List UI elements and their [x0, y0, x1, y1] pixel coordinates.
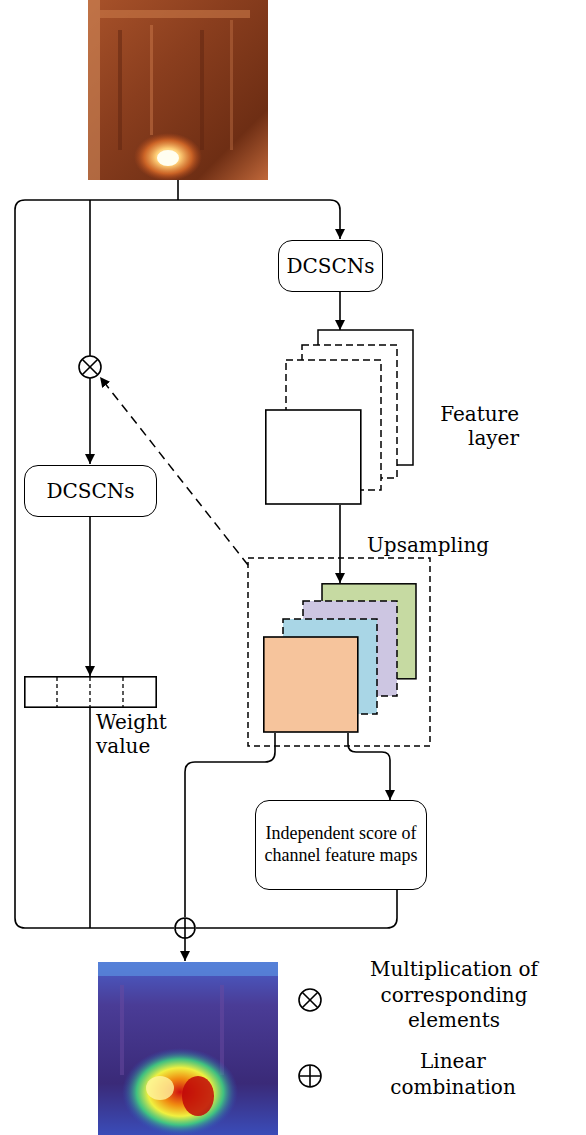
box-label: Independent score of channel feature map…	[262, 823, 420, 866]
upsampled-maps: Upsampling	[263, 583, 417, 733]
legend-label: Linear combination	[368, 1049, 538, 1100]
feature-layer-stack-shape	[265, 330, 413, 505]
heatmap-photo	[98, 962, 278, 1135]
weight-vector-shape	[24, 676, 157, 708]
legend-label: Multiplication of corresponding elements	[335, 957, 573, 1034]
process-box: DCSCNs	[278, 240, 383, 292]
flow-arrow	[348, 733, 390, 800]
shape-label: Feature layer	[425, 402, 519, 451]
process-box: DCSCNs	[24, 465, 157, 517]
flow-arrow	[89, 517, 91, 676]
box-label: DCSCNs	[46, 479, 134, 503]
shape-label: Upsampling	[367, 533, 489, 557]
score-box: Independent score of channel feature map…	[255, 800, 427, 890]
box-label: DCSCNs	[286, 254, 374, 278]
weight-vector: Weight value	[24, 676, 157, 708]
legend-symbol	[299, 989, 321, 1087]
furnace-photo	[88, 0, 268, 180]
shape-label: Weight value	[96, 710, 184, 759]
flow-arrow	[339, 505, 341, 583]
upsampled-maps-shape	[263, 583, 417, 733]
feature-layer-stack: Feature layer	[265, 330, 413, 505]
flow-arrow	[339, 292, 341, 330]
